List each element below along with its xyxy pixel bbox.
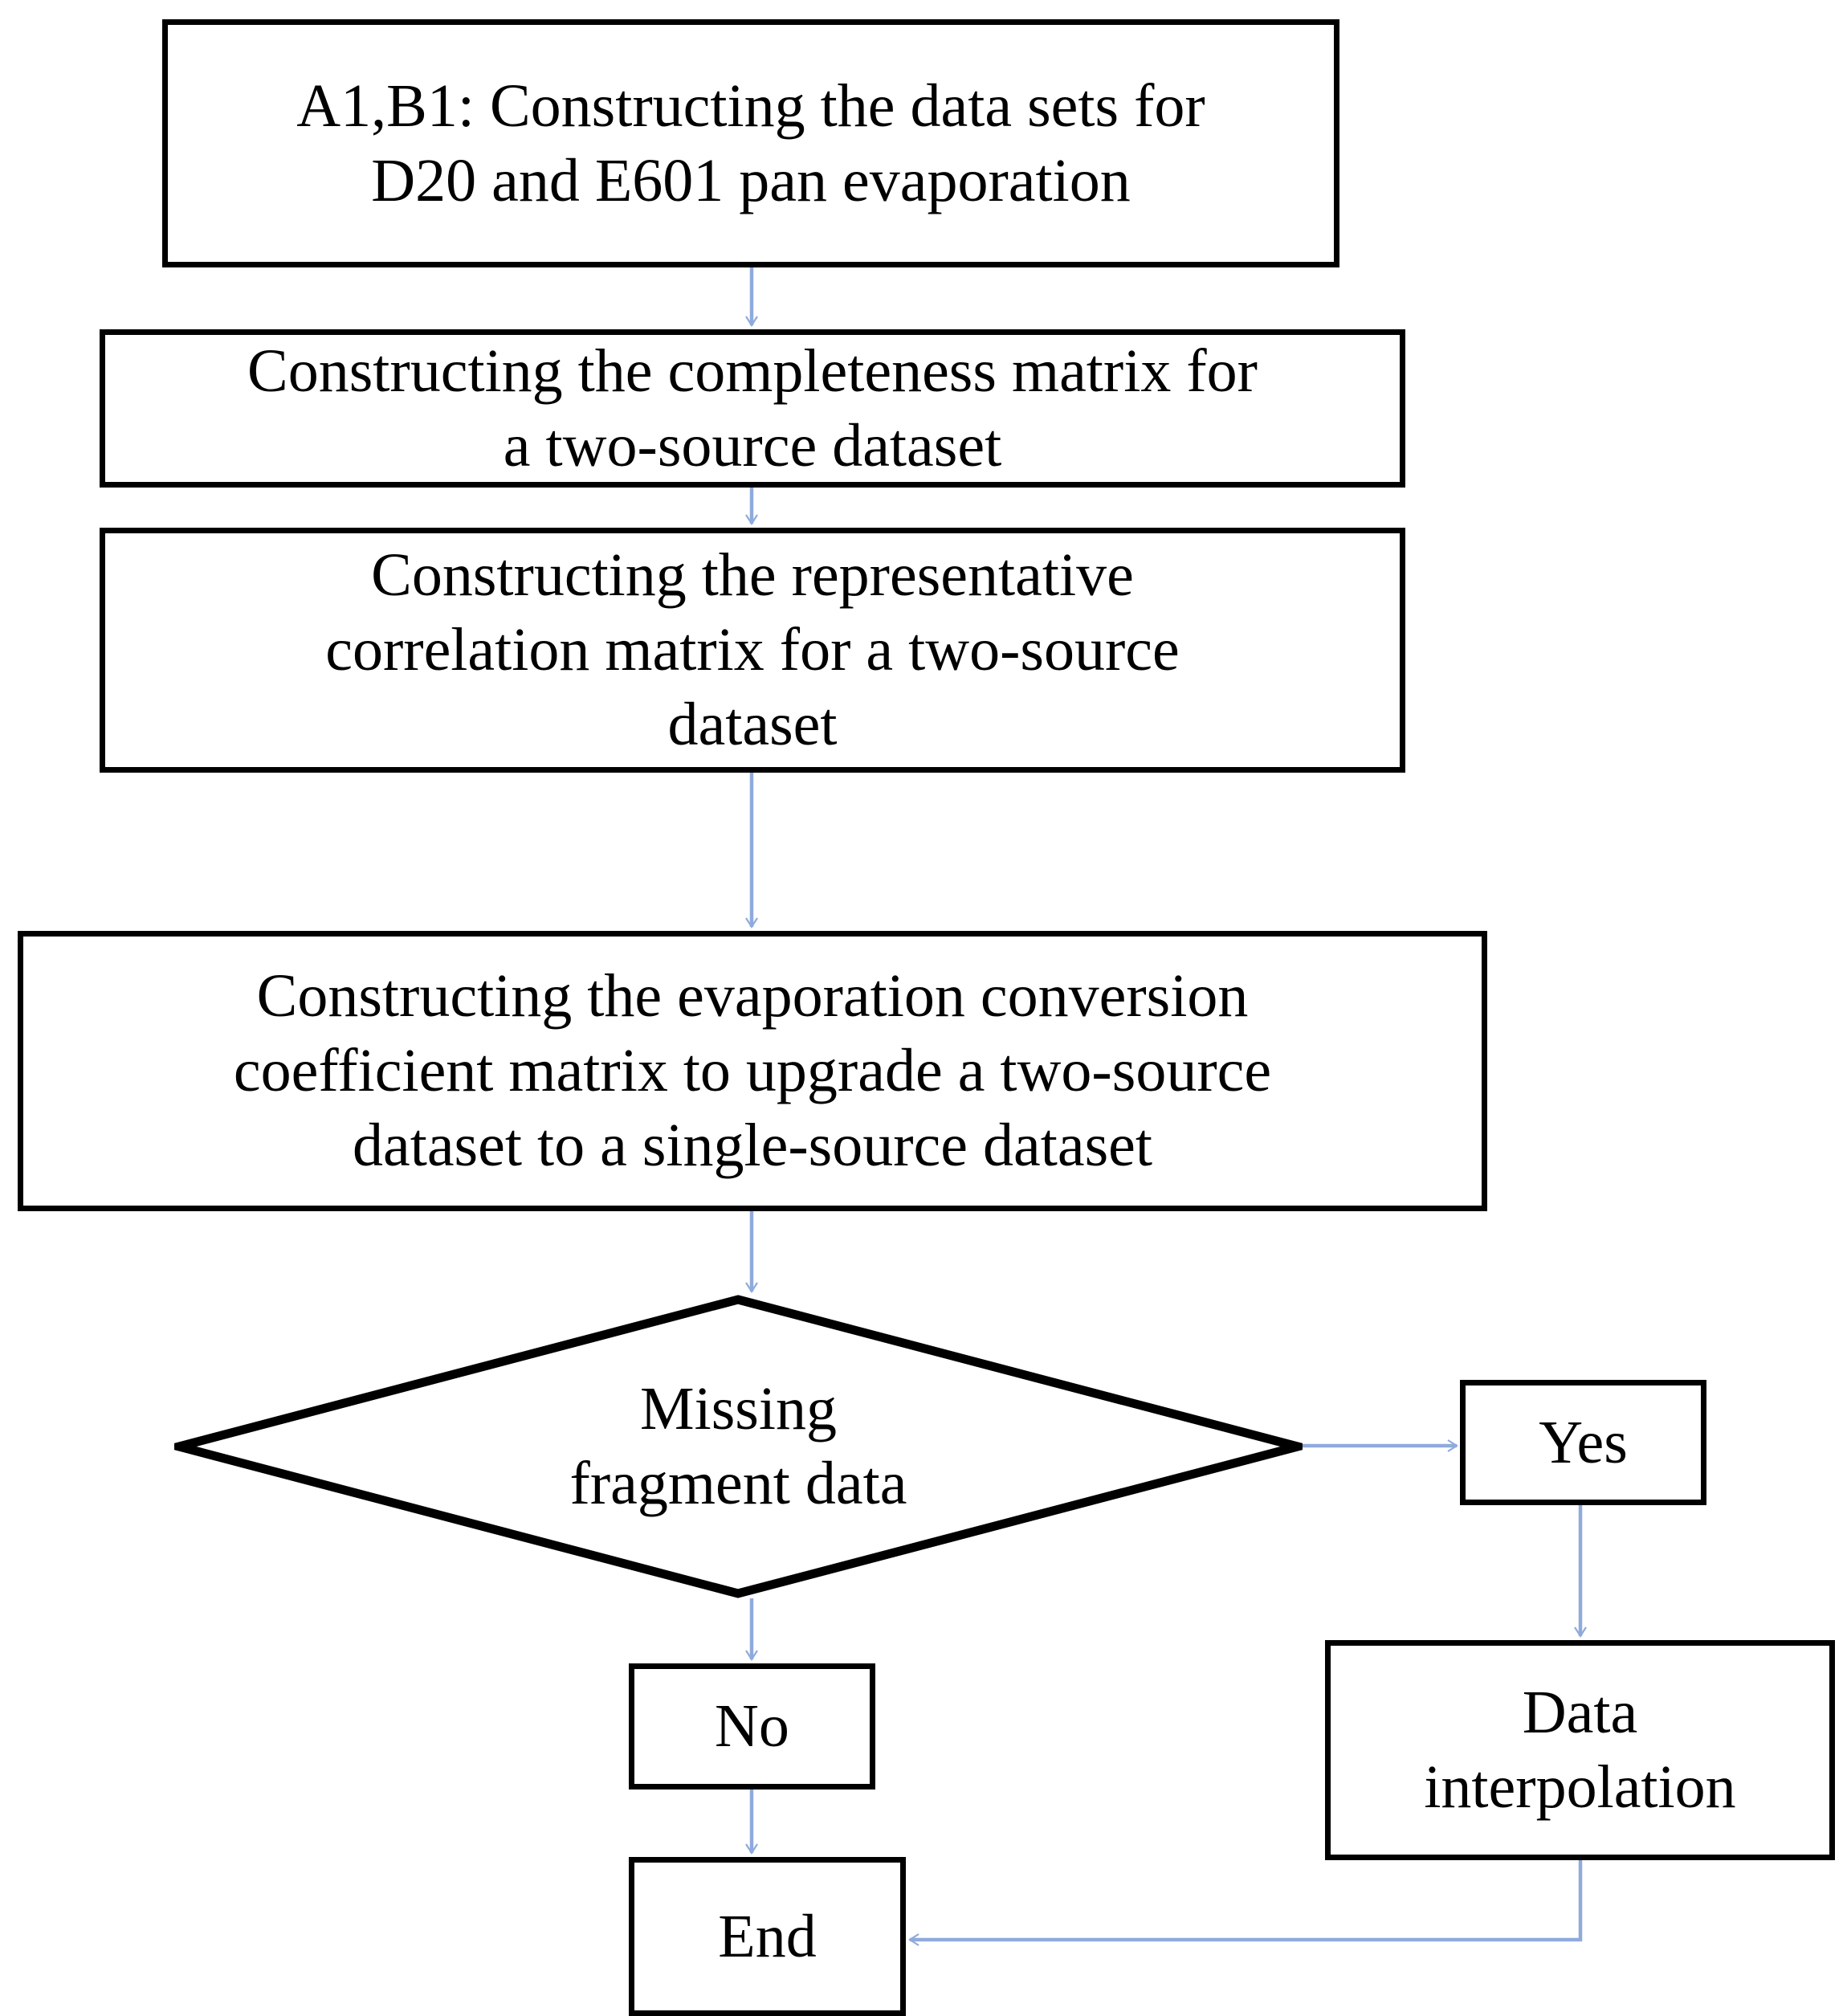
node-data-interpolation-label: Data interpolation <box>1424 1679 1736 1821</box>
node-correlation-matrix-label: Constructing the representative correlat… <box>325 541 1180 758</box>
node-data-interpolation[interactable]: Data interpolation <box>1325 1640 1835 1860</box>
node-yes[interactable]: Yes <box>1460 1380 1706 1505</box>
edge-interpolation-to-end <box>907 1860 1583 1946</box>
node-end[interactable]: End <box>629 1857 906 2016</box>
node-datasets[interactable]: A1,B1: Constructing the data sets for D2… <box>162 19 1339 267</box>
node-conversion-matrix-label: Constructing the evaporation conversion … <box>233 962 1272 1179</box>
node-no[interactable]: No <box>629 1663 875 1790</box>
node-yes-label: Yes <box>1539 1408 1628 1476</box>
node-decision-label: Missing fragment data <box>569 1375 907 1517</box>
node-correlation-matrix[interactable]: Constructing the representative correlat… <box>100 528 1405 773</box>
node-conversion-matrix[interactable]: Constructing the evaporation conversion … <box>18 931 1487 1211</box>
node-datasets-label: A1,B1: Constructing the data sets for D2… <box>296 71 1205 214</box>
diamond-shape <box>174 1295 1303 1598</box>
node-end-label: End <box>718 1902 817 1970</box>
node-no-label: No <box>715 1692 789 1761</box>
node-decision-missing-fragment-data[interactable]: Missing fragment data <box>174 1295 1303 1598</box>
node-completeness-matrix-label: Constructing the completeness matrix for… <box>247 337 1258 480</box>
node-completeness-matrix[interactable]: Constructing the completeness matrix for… <box>100 329 1405 488</box>
